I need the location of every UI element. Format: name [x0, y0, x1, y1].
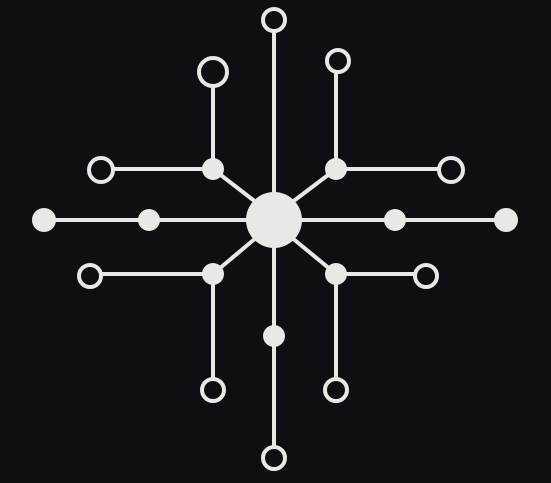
hollow-nodes: [77, 7, 465, 471]
node-br-down-end: [323, 377, 349, 403]
node-bl-left-end: [77, 263, 103, 289]
node-branch-tl: [202, 158, 224, 180]
node-branch-tr: [325, 158, 347, 180]
node-bottom-inner: [263, 325, 285, 347]
node-tl-left-end: [87, 156, 115, 184]
node-br-right-end: [413, 263, 439, 289]
hub-center-node: [246, 192, 302, 248]
node-tr-right-end: [437, 156, 465, 184]
node-tr-up-end: [325, 48, 351, 74]
node-top-end: [261, 7, 287, 33]
node-right-outer: [494, 208, 518, 232]
node-bottom-end: [261, 445, 287, 471]
filled-nodes: [32, 158, 518, 347]
node-branch-bl: [202, 263, 224, 285]
node-right-inner: [384, 209, 406, 231]
node-left-inner: [138, 209, 160, 231]
node-left-outer: [32, 208, 56, 232]
node-branch-br: [325, 263, 347, 285]
node-tl-up-end: [197, 56, 229, 88]
node-bl-down-end: [200, 377, 226, 403]
